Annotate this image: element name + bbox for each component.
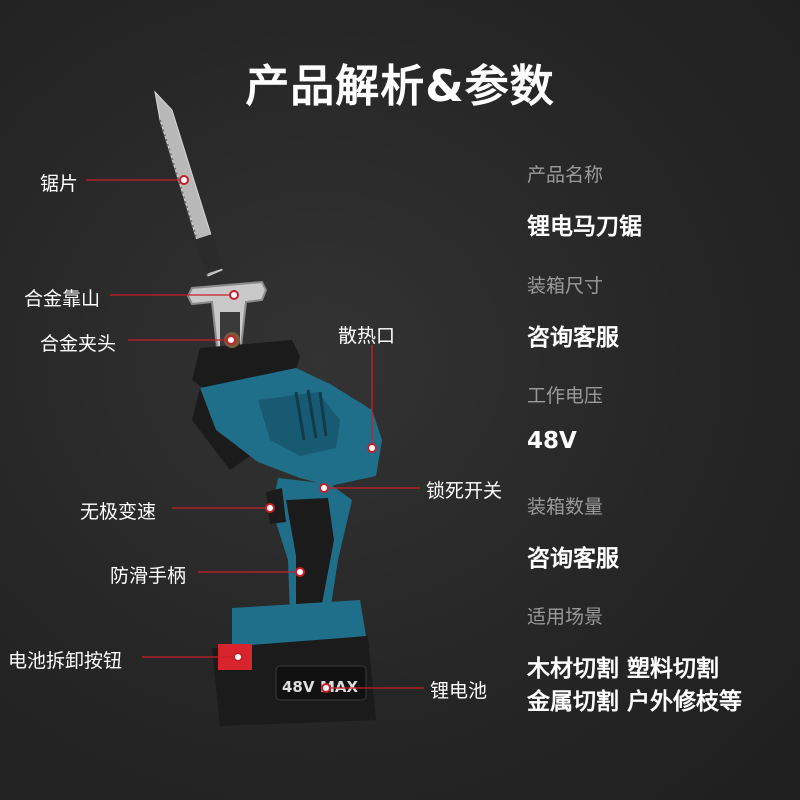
spec-label-box-quantity: 装箱数量 (527, 496, 604, 518)
leader-lines (86, 179, 424, 689)
spec-value-box-quantity: 咨询客服 (527, 546, 619, 572)
spec-value-box-size: 咨询客服 (527, 325, 619, 351)
marker-dots (179, 175, 377, 693)
saw-blade (154, 90, 224, 277)
marker-dot-alloy-shoe (229, 290, 239, 300)
marker-dot-battery-button (233, 652, 243, 662)
marker-dot-blade (179, 175, 189, 185)
callout-lithium-battery: 锂电池 (430, 680, 488, 702)
marker-dot-vent (367, 443, 377, 453)
spec-value-working-voltage: 48V (527, 428, 577, 454)
marker-dot-battery (321, 683, 331, 693)
marker-dot-handle (295, 567, 305, 577)
spec-label-product-name: 产品名称 (527, 164, 604, 186)
marker-dot-lock-switch (319, 483, 329, 493)
callout-battery-release-button: 电池拆卸按钮 (8, 650, 123, 672)
callout-alloy-chuck: 合金夹头 (40, 333, 117, 355)
spec-value-product-name: 锂电马刀锯 (527, 214, 642, 240)
page-title: 产品解析&参数 (245, 61, 555, 112)
callout-anti-slip-handle: 防滑手柄 (110, 565, 187, 587)
battery-voltage-label: 48V (282, 678, 315, 696)
callout-alloy-shoe: 合金靠山 (24, 288, 101, 310)
spec-label-working-voltage: 工作电压 (527, 385, 604, 407)
marker-dot-alloy-chuck (226, 335, 236, 345)
spec-label-applications: 适用场景 (527, 606, 604, 628)
spec-label-box-size: 装箱尺寸 (527, 275, 604, 297)
callout-lock-switch: 锁死开关 (426, 480, 503, 502)
callout-variable-speed: 无极变速 (80, 501, 157, 523)
callout-vent: 散热口 (338, 325, 396, 347)
battery-max-label: MAX (320, 678, 359, 696)
callout-blade: 锯片 (40, 173, 79, 195)
handle (266, 478, 352, 616)
spec-value-applications-line1: 木材切割 塑料切割 (527, 656, 720, 682)
marker-dot-variable-speed (265, 503, 275, 513)
battery-pack: 48V MAX (212, 600, 376, 726)
tool-body (192, 368, 382, 486)
spec-value-applications-line2: 金属切割 户外修枝等 (527, 689, 743, 715)
